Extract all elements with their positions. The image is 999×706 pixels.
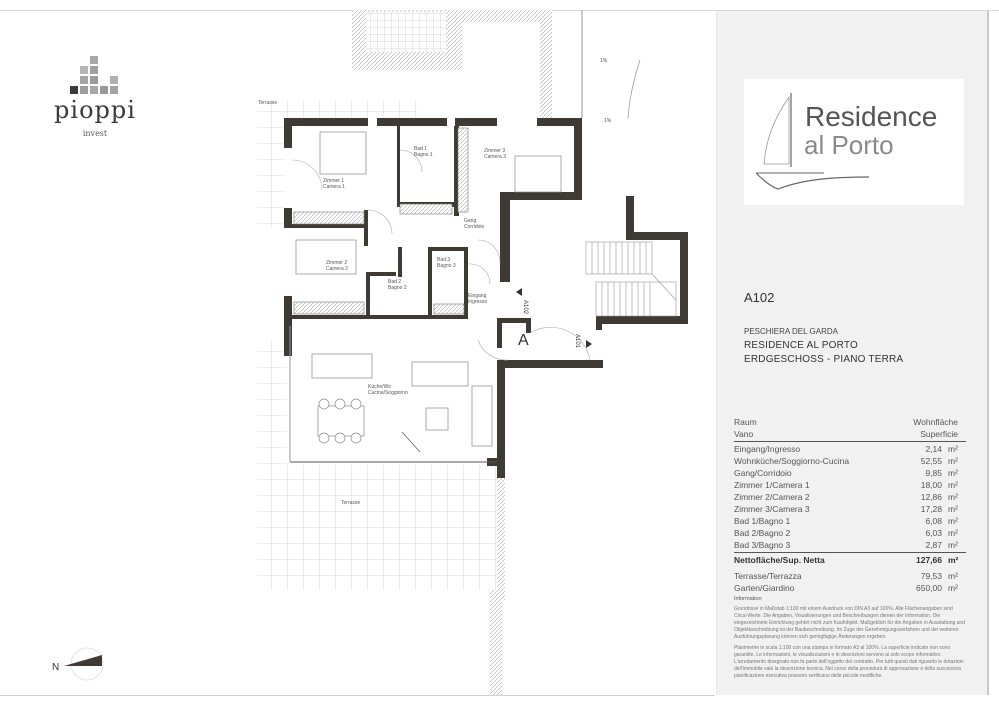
room-area: 6,08 bbox=[925, 516, 942, 526]
information-text-de: Grundrisse in Maßstab 1:100 mit einem Au… bbox=[734, 606, 965, 640]
room-area: 2,14 bbox=[925, 444, 942, 454]
svg-text:Terrasse: Terrasse bbox=[258, 100, 277, 106]
table-divider bbox=[734, 552, 966, 553]
svg-text:Zimmer 3: Zimmer 3 bbox=[484, 148, 505, 154]
table-row: Bad 3/Bagno 3 2,87 m² bbox=[734, 539, 966, 551]
svg-text:Bad 2: Bad 2 bbox=[388, 279, 401, 285]
room-area: 650,00 bbox=[916, 583, 942, 593]
room-area: 2,87 bbox=[925, 540, 942, 550]
area-unit: m² bbox=[948, 583, 958, 593]
svg-text:Bagno 1: Bagno 1 bbox=[414, 152, 433, 158]
svg-text:Bagno 3: Bagno 3 bbox=[437, 263, 456, 269]
city-name: PESCHIERA DEL GARDA bbox=[744, 327, 838, 336]
information-section: Information Grundrisse in Maßstab 1:100 … bbox=[734, 596, 966, 684]
company-logo: pioppi invest bbox=[50, 52, 140, 142]
room-area: 9,85 bbox=[925, 468, 942, 478]
table-row: Bad 1/Bagno 1 6,08 m² bbox=[734, 515, 966, 527]
area-unit: m² bbox=[948, 492, 958, 502]
svg-text:A: A bbox=[518, 332, 529, 349]
svg-text:A101: A101 bbox=[574, 334, 580, 349]
room-name: Zimmer 3/Camera 3 bbox=[734, 504, 810, 514]
svg-text:Terrasse: Terrasse bbox=[341, 500, 360, 506]
total-row: Nettofläche/Sup. Netta 127,66 m² bbox=[734, 555, 959, 565]
svg-text:1%: 1% bbox=[600, 58, 608, 64]
area-unit: m² bbox=[948, 456, 958, 466]
logo-squares-icon bbox=[62, 56, 132, 104]
svg-text:Zimmer 2: Zimmer 2 bbox=[326, 260, 347, 266]
table-row: Terrasse/Terrazza 79,53 m² bbox=[734, 570, 966, 582]
room-name: Zimmer 1/Camera 1 bbox=[734, 480, 810, 490]
table-row: Eingang/Ingresso 2,14 m² bbox=[734, 443, 966, 455]
room-name: Bad 3/Bagno 3 bbox=[734, 540, 791, 550]
room-name: Bad 1/Bagno 1 bbox=[734, 516, 791, 526]
table-row: Zimmer 3/Camera 3 17,28 m² bbox=[734, 503, 966, 515]
svg-text:Corridoio: Corridoio bbox=[464, 224, 485, 230]
company-subtitle: invest bbox=[82, 129, 108, 138]
info-panel: Residence al Porto A102 PESCHIERA DEL GA… bbox=[716, 11, 989, 695]
unit-code: A102 bbox=[744, 290, 775, 305]
svg-text:Camera 2: Camera 2 bbox=[326, 266, 348, 272]
area-unit: m² bbox=[948, 540, 958, 550]
table-divider bbox=[734, 441, 966, 442]
svg-text:Bad 1: Bad 1 bbox=[414, 146, 427, 152]
information-title: Information bbox=[734, 596, 762, 602]
svg-text:N: N bbox=[52, 662, 59, 673]
room-name: Terrasse/Terrazza bbox=[734, 571, 802, 581]
area-unit: m² bbox=[948, 504, 958, 514]
svg-text:Bagno 2: Bagno 2 bbox=[388, 285, 407, 291]
project-logo-line1: Residence bbox=[805, 101, 938, 132]
svg-text:Camera 1: Camera 1 bbox=[323, 184, 345, 190]
table-row: Bad 2/Bagno 2 6,03 m² bbox=[734, 527, 966, 539]
svg-text:Camera 3: Camera 3 bbox=[484, 154, 506, 160]
bottom-border-line bbox=[0, 695, 715, 696]
room-name: Garten/Giardino bbox=[734, 583, 795, 593]
svg-text:Küche/Wo: Küche/Wo bbox=[368, 384, 391, 390]
project-logo: Residence al Porto bbox=[744, 79, 964, 205]
svg-text:Bad 3: Bad 3 bbox=[437, 257, 450, 263]
project-name: RESIDENCE AL PORTO bbox=[744, 340, 859, 351]
table-header-row-2: Vano Superficie bbox=[734, 429, 958, 439]
sailboat-icon bbox=[755, 93, 870, 190]
table-row: Zimmer 1/Camera 1 18,00 m² bbox=[734, 479, 966, 491]
table-row: Wohnküche/Soggiorno-Cucina 52,55 m² bbox=[734, 455, 966, 467]
svg-text:Ingresso: Ingresso bbox=[468, 299, 487, 305]
svg-text:Zimmer 1: Zimmer 1 bbox=[323, 178, 344, 184]
floor-name: ERDGESCHOSS - PIANO TERRA bbox=[744, 354, 904, 365]
room-name: Gang/Corridoio bbox=[734, 468, 792, 478]
area-unit: m² bbox=[948, 444, 958, 454]
table-row: Garten/Giardino 650,00 m² bbox=[734, 582, 966, 594]
table-header-row-1: Raum Wohnfläche bbox=[734, 417, 958, 427]
room-name: Eingang/Ingresso bbox=[734, 444, 801, 454]
company-name: pioppi bbox=[54, 96, 136, 124]
area-table: Raum Wohnfläche Vano Superficie Eingang/… bbox=[734, 416, 966, 594]
room-name: Wohnküche/Soggiorno-Cucina bbox=[734, 456, 850, 466]
room-area: 17,28 bbox=[920, 504, 942, 514]
svg-text:1%: 1% bbox=[604, 118, 612, 124]
area-unit: m² bbox=[948, 571, 958, 581]
room-area: 12,86 bbox=[920, 492, 942, 502]
area-unit: m² bbox=[948, 516, 958, 526]
room-area: 79,53 bbox=[920, 571, 942, 581]
room-name: Zimmer 2/Camera 2 bbox=[734, 492, 810, 502]
area-unit: m² bbox=[948, 468, 958, 478]
table-row: Zimmer 2/Camera 2 12,86 m² bbox=[734, 491, 966, 503]
information-text-it: Planimetrie in scala 1:100 con una stamp… bbox=[734, 645, 964, 679]
room-name: Bad 2/Bagno 2 bbox=[734, 528, 791, 538]
area-unit: m² bbox=[948, 480, 958, 490]
area-unit: m² bbox=[948, 528, 958, 538]
room-area: 6,03 bbox=[925, 528, 942, 538]
room-area: 52,55 bbox=[920, 456, 942, 466]
svg-text:Gang: Gang bbox=[464, 218, 476, 224]
table-row: Gang/Corridoio 9,85 m² bbox=[734, 467, 966, 479]
project-logo-line2: al Porto bbox=[804, 130, 894, 160]
svg-text:Eingang: Eingang bbox=[468, 293, 487, 299]
room-area: 18,00 bbox=[920, 480, 942, 490]
svg-text:Cucina/Soggiorno: Cucina/Soggiorno bbox=[368, 390, 408, 396]
north-arrow-icon: N bbox=[50, 642, 110, 687]
svg-text:A102: A102 bbox=[522, 300, 528, 315]
